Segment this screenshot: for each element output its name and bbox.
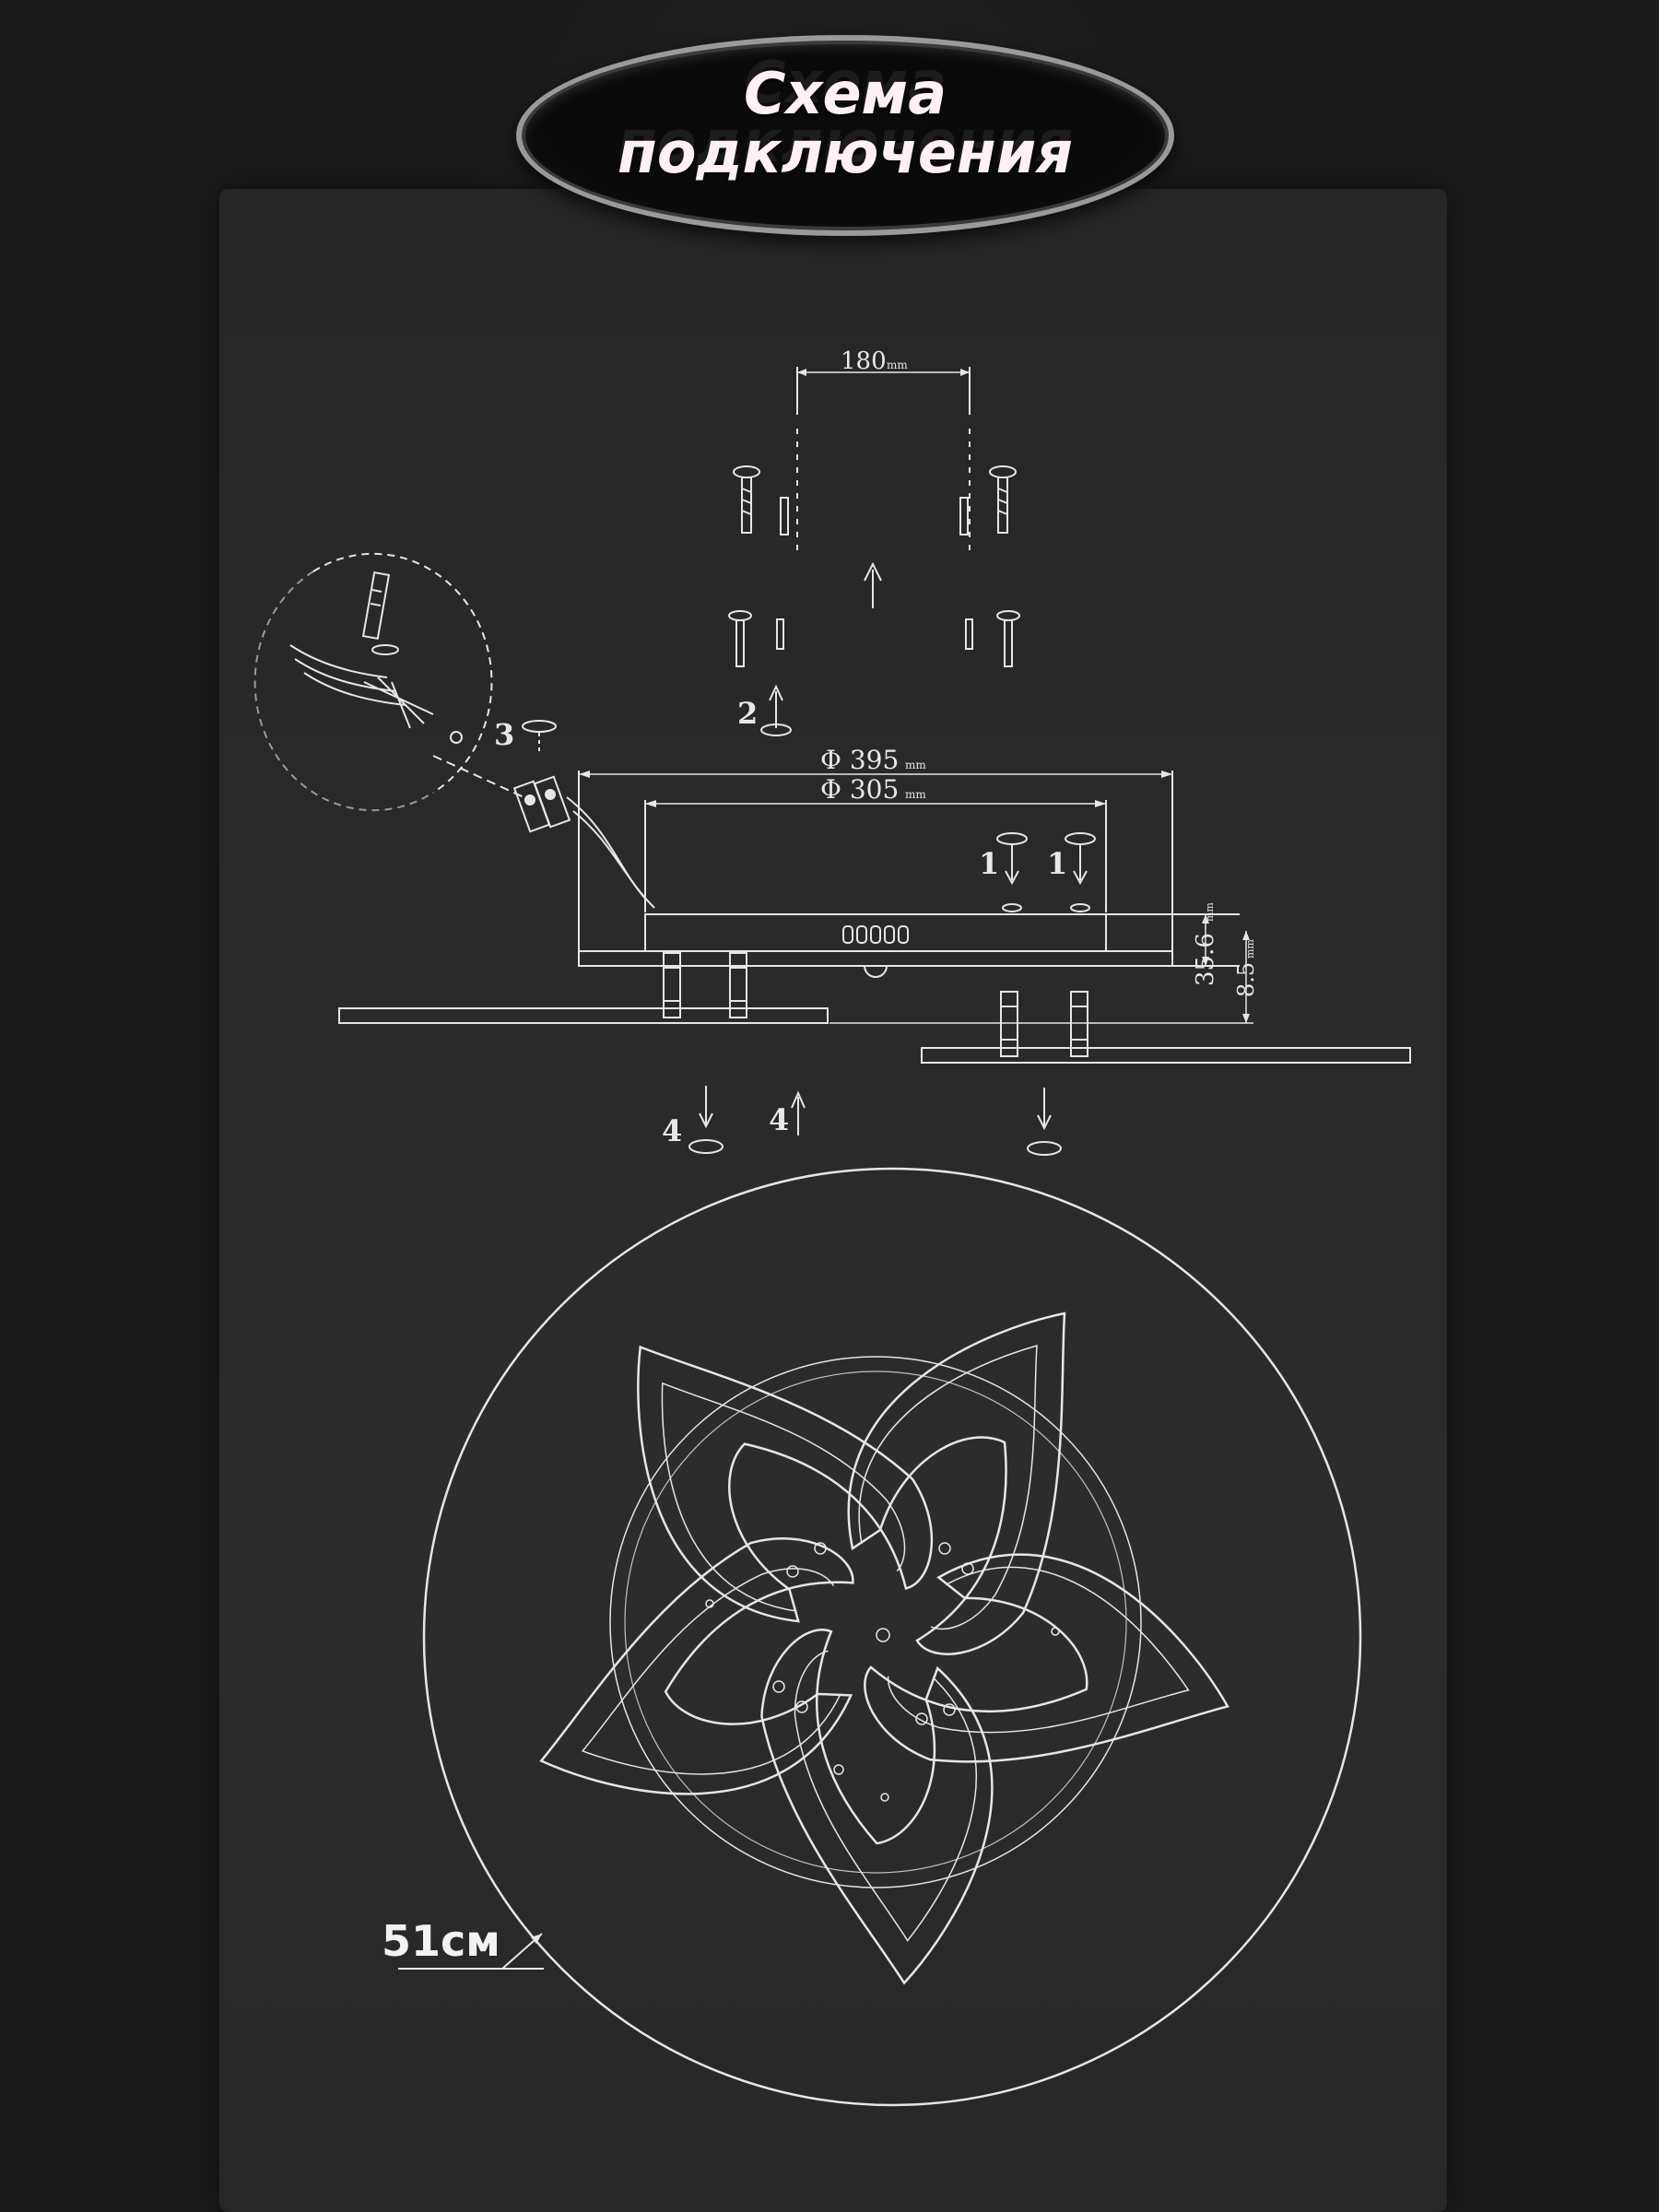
outer-diameter-value: Φ 395 xyxy=(820,745,899,775)
lamp-petals xyxy=(539,1312,1230,1985)
screw-top-right xyxy=(959,465,1017,535)
step-4b-label: 4 xyxy=(769,1102,789,1137)
diagram-panel xyxy=(219,189,1447,2212)
spacing-value: 180 xyxy=(841,347,887,375)
wiring-detail xyxy=(253,552,531,812)
terminal-block xyxy=(512,775,655,909)
petal xyxy=(864,1553,1230,1763)
step-4b-anchor xyxy=(791,1090,806,1135)
overall-size-leader xyxy=(398,1933,544,1970)
spacing-unit: mm xyxy=(887,359,908,371)
lamp-top-view xyxy=(422,1167,1362,2107)
inner-diameter-dim xyxy=(644,800,1107,912)
screw-holes xyxy=(705,1542,1060,1802)
step-4a-anchor xyxy=(688,1086,724,1154)
step-1b-anchor xyxy=(1065,832,1096,912)
petal xyxy=(847,1312,1066,1655)
driver-housing xyxy=(644,913,1240,952)
spacing-dimension xyxy=(796,367,971,553)
lamp-arm-left xyxy=(338,1007,829,1024)
step-2-anchor xyxy=(760,684,792,736)
step-4a-label: 4 xyxy=(662,1113,682,1148)
step-1a-label: 1 xyxy=(979,846,999,881)
height-body-unit: mm xyxy=(1204,902,1216,922)
mount-posts-left xyxy=(663,952,747,1018)
overall-size-value: 51см xyxy=(382,1916,500,1966)
title-shadow: Схема подключения xyxy=(618,49,1073,175)
mounting-plate xyxy=(578,950,1240,978)
height-dimension xyxy=(830,914,1253,1024)
title-badge xyxy=(516,35,1174,236)
page-title: Схема подключения xyxy=(618,60,1073,186)
step-3-anchor xyxy=(522,720,557,754)
petal xyxy=(637,1345,934,1623)
height-plate-unit: mm xyxy=(1244,939,1256,959)
step-4c-anchor xyxy=(1027,1088,1062,1156)
inner-diameter-unit: mm xyxy=(905,788,926,801)
height-body-value: 35.6 xyxy=(1192,933,1219,986)
screw-bottom-right xyxy=(965,610,1020,667)
lamp-arm-right xyxy=(921,1047,1411,1064)
petal xyxy=(539,1537,854,1795)
step-2-label: 2 xyxy=(737,696,758,731)
step-1a-anchor xyxy=(996,832,1028,912)
outer-diameter-unit: mm xyxy=(905,759,926,771)
screw-top-left xyxy=(733,465,789,535)
mount-posts-right xyxy=(1000,991,1088,1057)
step-3-label: 3 xyxy=(494,717,514,752)
step-1b-label: 1 xyxy=(1047,846,1067,881)
ceiling-arrow xyxy=(864,561,882,608)
outer-diameter-dim xyxy=(578,771,1173,959)
petal xyxy=(760,1629,994,1985)
inner-diameter-value: Φ 305 xyxy=(820,774,899,805)
height-plate-value: 8.5 xyxy=(1233,962,1259,997)
screw-bottom-left xyxy=(728,610,784,667)
